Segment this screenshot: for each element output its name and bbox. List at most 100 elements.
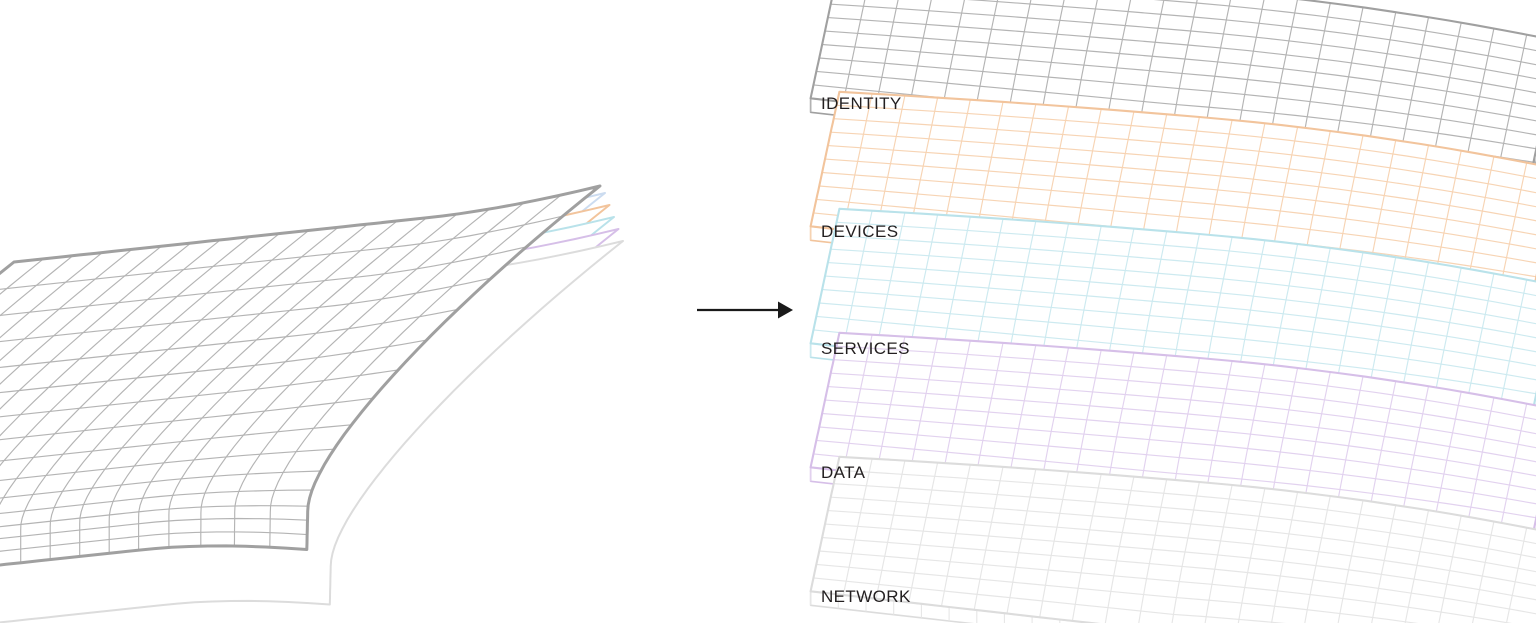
- grid-line-u: [0, 369, 399, 418]
- grid-line-v: [1006, 344, 1037, 491]
- grid-line-v: [1333, 375, 1364, 522]
- grid-line-v: [1431, 267, 1462, 409]
- grid-line-v: [1237, 487, 1266, 623]
- layer-label-network: NETWORK: [821, 587, 911, 606]
- grid-line-v: [1333, 251, 1364, 398]
- grid-line-v: [908, 214, 939, 355]
- grid-line-v: [1366, 380, 1397, 525]
- grid-line-v: [1039, 223, 1070, 370]
- grid-line-v: [0, 236, 251, 467]
- grid-line-v: [842, 458, 873, 596]
- grid-line-v: [269, 194, 562, 548]
- grid-line-v: [1104, 352, 1135, 502]
- grid-line-u: [0, 277, 492, 343]
- grid-line-v: [1039, 0, 1065, 125]
- grid-line-v: [0, 245, 162, 385]
- collapsed-sheet-grid: [0, 185, 601, 566]
- grid-line-v: [0, 239, 221, 437]
- grid-line-v: [973, 218, 1004, 363]
- layer-band-ticks: [810, 591, 1089, 623]
- grid-line-v: [1399, 385, 1430, 529]
- grid-line-v: [1039, 471, 1070, 618]
- grid-line-u: [0, 215, 564, 290]
- grid-line-v: [1138, 478, 1168, 623]
- grid-line-u: [0, 470, 321, 499]
- grid-line-v: [1006, 0, 1032, 122]
- grid-line-v: [842, 0, 866, 103]
- grid-line-v: [1071, 473, 1102, 622]
- grid-line-v: [1497, 403, 1528, 541]
- collapsed-stack: [0, 184, 624, 623]
- grid-line-v: [1235, 0, 1265, 144]
- grid-line-v: [1204, 484, 1233, 623]
- layer-label-identity: IDENTITY: [821, 94, 902, 113]
- grid-line-v: [875, 460, 906, 600]
- grid-line-v: [1006, 468, 1037, 615]
- grid-line-v: [973, 466, 1004, 611]
- grid-line-v: [1366, 256, 1397, 401]
- grid-line-v: [0, 252, 103, 339]
- grid-line-u: [0, 397, 374, 441]
- grid-line-v: [200, 208, 490, 547]
- grid-line-v: [79, 223, 369, 557]
- grid-line-v: [1006, 220, 1037, 367]
- grid-line-v: [138, 217, 427, 551]
- grid-line-v: [875, 0, 899, 107]
- grid-line-v: [842, 334, 873, 472]
- grid-line-v: [842, 93, 873, 231]
- grid-line-v: [1104, 0, 1132, 133]
- grid-line-v: [940, 0, 965, 114]
- grid-line-v: [1431, 22, 1462, 164]
- grid-line-v: [1464, 272, 1495, 413]
- arrow-head: [778, 301, 793, 319]
- grid-line-u: [0, 489, 313, 515]
- grid-line-v: [908, 462, 939, 603]
- layer-label-services: SERVICES: [821, 339, 910, 358]
- grid-line-v: [20, 229, 310, 563]
- grid-line-v: [1137, 354, 1168, 505]
- grid-line-v: [973, 0, 999, 118]
- layer-label-data: DATA: [821, 463, 866, 482]
- layer-surface-fill: [810, 456, 1536, 623]
- grid-line-v: [1104, 476, 1135, 623]
- grid-line-v: [940, 340, 971, 483]
- grid-line-u: [0, 505, 309, 528]
- grid-line-v: [1300, 2, 1331, 150]
- grid-line-v: [908, 0, 932, 110]
- grid-line-v: [1137, 0, 1165, 136]
- grid-line-v: [1171, 481, 1200, 623]
- grid-line-v: [1333, 6, 1364, 153]
- grid-line-v: [1431, 391, 1462, 533]
- grid-line-v: [940, 216, 971, 359]
- grid-line-v: [1337, 499, 1364, 623]
- grid-line-v: [1235, 363, 1266, 513]
- grid-line-v: [1202, 236, 1233, 387]
- grid-line-v: [233, 202, 525, 547]
- grid-line-u: [0, 424, 352, 462]
- grid-line-v: [0, 248, 133, 362]
- grid-line-v: [1471, 520, 1495, 623]
- grid-line-v: [1268, 243, 1299, 392]
- grid-line-v: [1270, 491, 1299, 623]
- grid-line-v: [1497, 34, 1528, 172]
- grid-line-u: [0, 308, 458, 368]
- grid-line-v: [49, 226, 339, 560]
- grid-line-v: [1399, 16, 1430, 160]
- grid-line-v: [108, 220, 398, 554]
- collapsed-sheet-fill: [0, 186, 600, 565]
- grid-line-u: [0, 246, 527, 316]
- grid-line-v: [1399, 261, 1430, 405]
- grid-line-v: [0, 233, 280, 506]
- grid-line-u: [0, 517, 308, 540]
- grid-line-u: [0, 531, 308, 552]
- grid-line-v: [1464, 396, 1495, 537]
- grid-line-v: [1438, 515, 1462, 623]
- layer-network: [809, 455, 1536, 623]
- grid-line-v: [1304, 495, 1331, 623]
- grid-line-v: [1505, 527, 1528, 623]
- grid-line-v: [842, 210, 873, 348]
- grid-line-v: [1464, 27, 1495, 168]
- grid-line-v: [1202, 360, 1233, 511]
- grid-line-u: [0, 448, 335, 482]
- grid-line-v: [973, 342, 1004, 487]
